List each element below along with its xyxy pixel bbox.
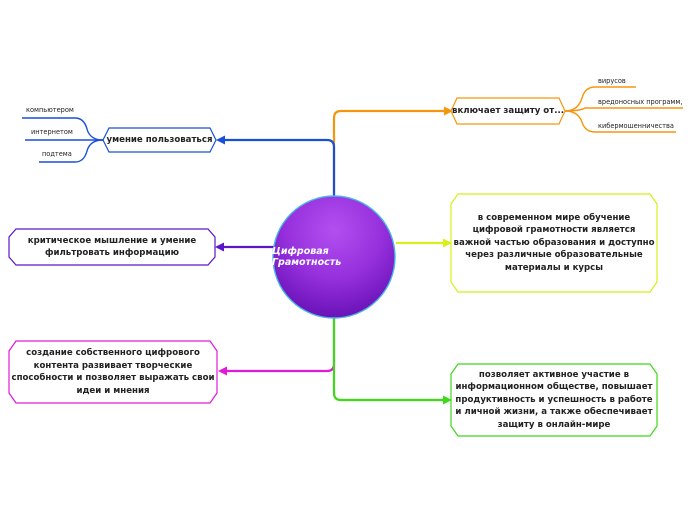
frame-create [8,340,218,404]
leaf-branch-virus [564,86,636,112]
leaf-malware[interactable]: вредоносных программ, [598,98,683,106]
arrow-protect [444,106,453,116]
topic-education[interactable]: в современном мире обучение цифровой гра… [453,212,655,273]
central-node[interactable] [272,195,396,319]
leaf-branch-malware [564,107,683,112]
leaf-virus[interactable]: вирусов [598,77,626,85]
arrow-create [218,366,227,376]
frame-education [450,193,658,293]
topic-critical[interactable]: критическое мышление и умение фильтроват… [27,235,197,259]
arrow-use [216,135,225,145]
connector-protect [332,109,447,196]
leaf-subtopic[interactable]: подтема [42,150,72,158]
leaf-branch-subtopic [39,139,104,163]
leaf-branch-fraud [564,110,676,133]
arrow-participation [443,395,452,405]
leaf-internet[interactable]: интернетом [31,128,73,136]
connector-create [224,318,336,373]
central-node-label: Цифровая Грамотность [272,246,342,268]
arrow-critical [215,242,224,252]
frame-protect [450,97,566,125]
frame-participation [450,363,658,437]
topic-use[interactable]: умение пользоваться [106,134,213,145]
connector-participation [332,318,446,402]
frame-critical [8,228,216,266]
arrow-education [443,238,452,248]
leaf-computer[interactable]: компьютером [26,106,74,114]
leaf-fraud[interactable]: кибермошенничества [598,122,674,130]
topic-create[interactable]: создание собственного цифрового контента… [11,348,215,396]
topic-participation[interactable]: позволяет активное участие в информацион… [455,369,653,430]
topic-protect[interactable]: включает защиту от... [452,105,564,116]
connector-use [222,138,336,196]
leaf-branch-computer [22,117,104,141]
